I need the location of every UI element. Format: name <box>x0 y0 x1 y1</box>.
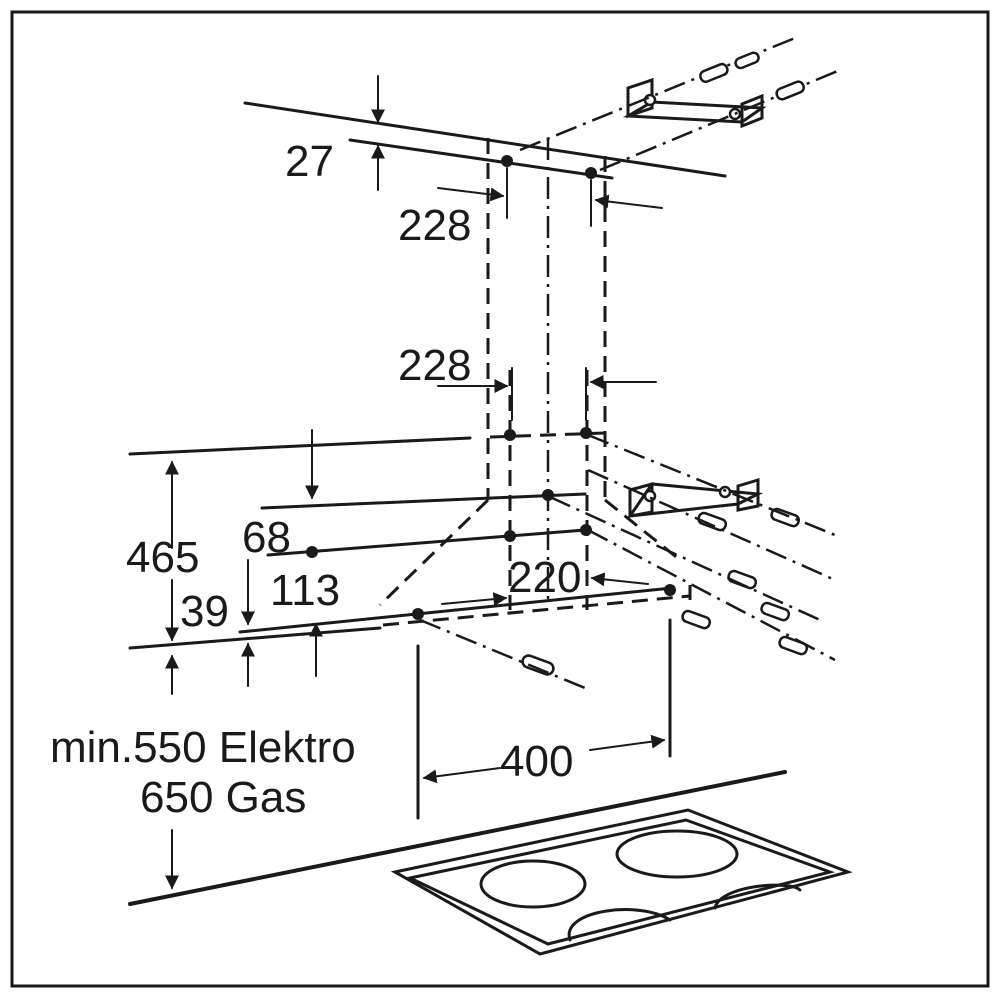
hood-bracket <box>626 477 764 518</box>
hole-113-right <box>580 524 592 536</box>
diagram-frame <box>10 10 990 988</box>
upper-hole-right <box>585 167 597 179</box>
cooktop-zone-front-left <box>479 859 587 909</box>
label-min-height-electric: min.550 Elektro <box>50 723 356 772</box>
hole-113-mid <box>504 530 516 542</box>
label-39: 39 <box>180 587 229 636</box>
dowel-axis-lines <box>419 433 836 690</box>
cooktop-zone-right <box>713 883 802 910</box>
cooktop-zone-front-center <box>567 908 672 942</box>
middle-hole-left <box>504 429 516 441</box>
hole-68 <box>542 489 554 501</box>
label-400: 400 <box>500 737 573 786</box>
hood-outline <box>378 498 692 627</box>
hole-lower-left <box>412 608 424 620</box>
label-113: 113 <box>270 566 340 615</box>
label-27: 27 <box>285 137 334 186</box>
label-220: 220 <box>508 553 581 602</box>
upper-hole-left <box>501 155 513 167</box>
dim-220-arrows <box>441 572 649 607</box>
hole-113-left <box>306 546 318 558</box>
label-228-middle: 228 <box>398 341 471 390</box>
hood-dowels <box>521 507 809 676</box>
dim-228-upper <box>437 167 663 227</box>
label-min-height-gas: 650 Gas <box>140 773 306 822</box>
hole-lower-right <box>664 584 676 596</box>
label-228-upper: 228 <box>398 201 471 250</box>
label-68: 68 <box>242 513 291 562</box>
cooktop-zone-back-right <box>615 829 739 879</box>
dim-400 <box>416 618 672 820</box>
reference-lines <box>128 436 674 650</box>
cooktop <box>390 808 853 956</box>
label-465: 465 <box>126 533 199 582</box>
worktop-edge <box>128 770 787 906</box>
top-dowels <box>699 51 805 101</box>
dim-228-middle <box>437 367 657 421</box>
